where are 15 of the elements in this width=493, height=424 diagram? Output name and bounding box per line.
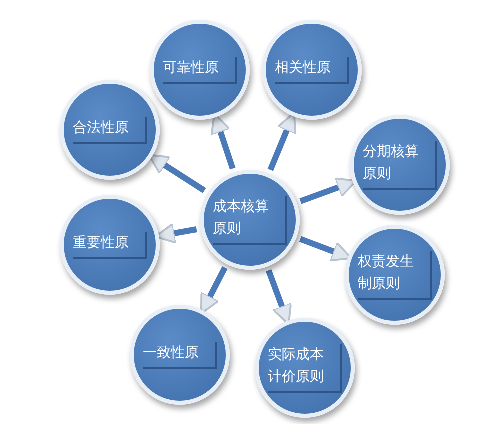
principle-text: 一致性原 [143, 342, 217, 368]
principle-text: 成本核算原则 [213, 196, 287, 244]
principle-circle [345, 225, 445, 325]
principle-text: 分期核算原则 [363, 140, 437, 190]
principle-circle [200, 170, 300, 270]
arrow [148, 154, 206, 194]
principle-circle [150, 20, 250, 120]
principle-text: 合法性原 [73, 116, 147, 144]
principle-text: 实际成本计价原则 [268, 344, 342, 392]
principle-text: 重要性原 [73, 232, 147, 258]
principle-text: 可靠性原 [163, 56, 237, 84]
principle-text: 权责发生制原则 [358, 250, 432, 300]
principle-text: 相关性原 [275, 56, 349, 84]
arrow [200, 266, 228, 315]
principle-circle [130, 305, 230, 405]
